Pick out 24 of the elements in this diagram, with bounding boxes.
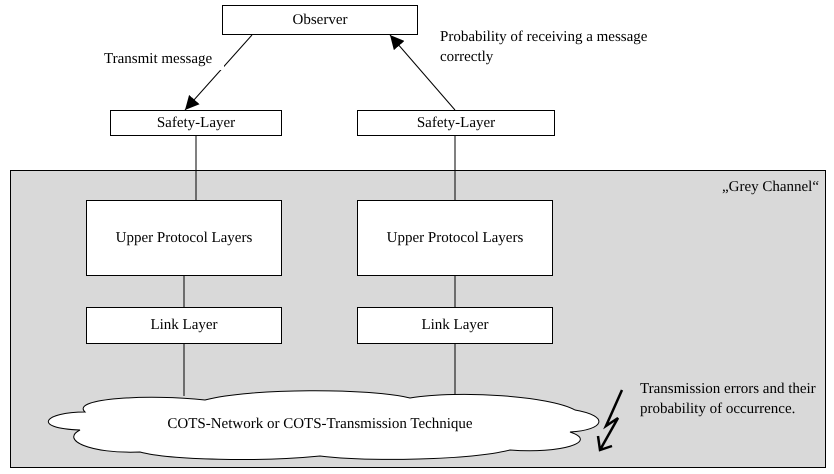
process-box (222, 5, 418, 35)
box-label: Safety-Layer (156, 114, 236, 133)
box-label: Upper Protocol Layers (116, 228, 252, 248)
process-box (110, 110, 282, 136)
box-label: Upper Protocol Layers (386, 228, 524, 248)
connector-line (454, 344, 456, 396)
process-box (357, 307, 553, 344)
arrow (390, 34, 456, 110)
edge-label: Transmit message (104, 50, 224, 70)
region-title: „Grey Channel“ (722, 178, 819, 197)
process-box (357, 110, 555, 136)
box-label: Link Layer (150, 316, 218, 336)
process-box (86, 200, 282, 276)
network-label: COTS-Network or COTS-Transmission Technique (167, 414, 473, 434)
process-box (357, 200, 553, 276)
connector-line (454, 136, 456, 200)
box-label: Observer (292, 10, 348, 30)
connector-line (454, 276, 456, 308)
channel-region (10, 170, 826, 468)
process-box (86, 307, 282, 344)
note-text: Transmission errors and their probability of occurrence. (640, 380, 817, 418)
box-label: Safety-Layer (416, 114, 496, 133)
arrow (184, 34, 252, 110)
box-label: Link Layer (421, 316, 489, 336)
